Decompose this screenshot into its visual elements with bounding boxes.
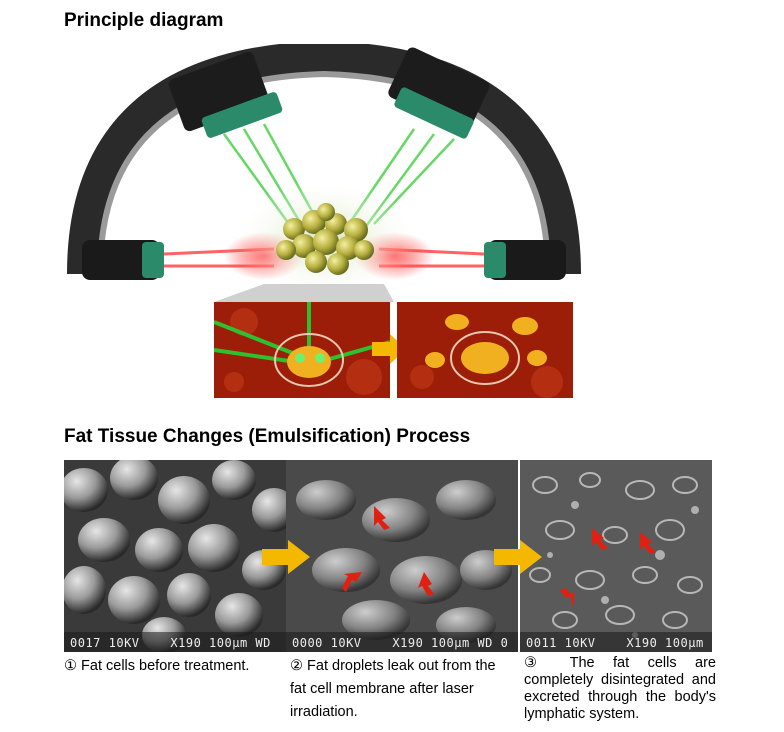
caption-step-3: ③ The fat cells are completely disintegr… — [524, 655, 716, 722]
fat-droplets-released-inset — [397, 302, 573, 398]
sem-image-disintegrated: 0011 10KV X190 100μm — [520, 460, 712, 652]
caption-step-1: ① Fat cells before treatment. — [64, 658, 250, 674]
step-arrow-1-icon — [262, 540, 310, 574]
sem-label-3: 0011 10KV X190 100μm — [526, 636, 704, 650]
sem-image-after-irradiation: 0000 10KV X190 100μm WD 0 — [286, 460, 518, 652]
left-side-emitter — [82, 240, 164, 280]
laser-targeting-fat-cell-inset — [214, 302, 390, 398]
caption-step-2: ② Fat droplets leak out from the fat cel… — [290, 658, 496, 720]
fat-cell-cluster — [276, 203, 374, 275]
process-heading: Fat Tissue Changes (Emulsification) Proc… — [64, 426, 471, 447]
sem-label-2: 0000 10KV X190 100μm WD 0 — [292, 636, 509, 650]
laser-device-illustration — [64, 44, 584, 404]
sem-image-before-treatment: 0017 10KV X190 100μm WD — [64, 460, 286, 652]
step-arrow-2-icon — [494, 540, 542, 574]
right-top-emitter — [388, 47, 490, 139]
left-top-emitter — [168, 51, 283, 138]
right-side-emitter — [484, 240, 566, 280]
principle-diagram-heading: Principle diagram — [64, 10, 224, 31]
device-arch — [67, 44, 581, 275]
sem-label-1: 0017 10KV X190 100μm WD — [70, 636, 271, 650]
